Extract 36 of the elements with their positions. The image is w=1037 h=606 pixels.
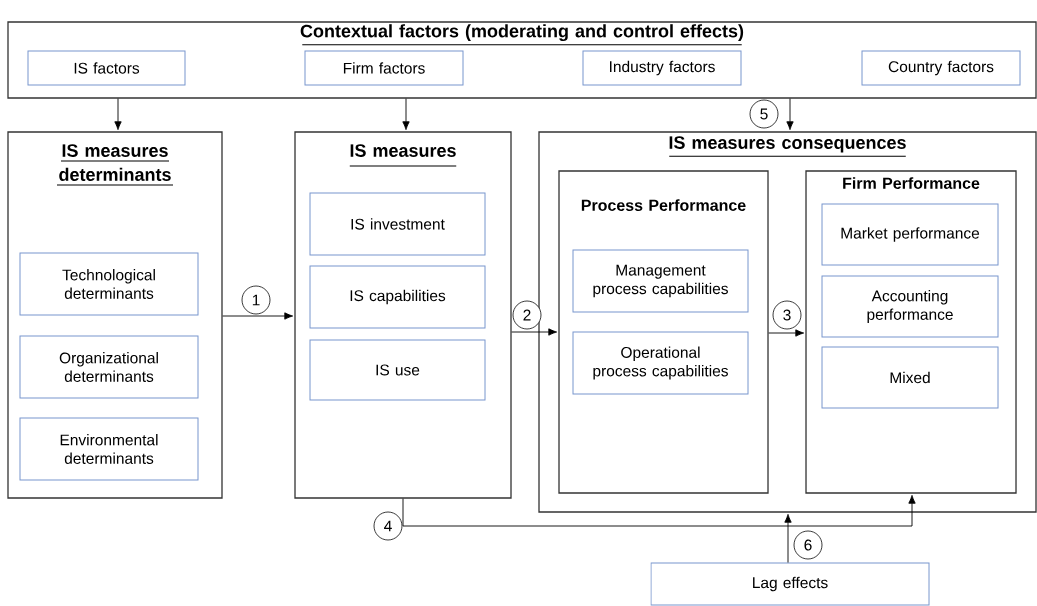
text-box: IS factors	[27, 50, 186, 86]
edge-label: 2	[512, 300, 542, 330]
arrow	[768, 329, 805, 337]
arrow	[511, 328, 558, 336]
box-heading: Firm Performance	[843, 177, 980, 189]
box-heading: Process Performance	[581, 199, 746, 211]
text-box: IS investment	[309, 192, 486, 256]
text-box: Lag effects	[650, 562, 930, 606]
arrow	[784, 513, 792, 563]
arrow	[222, 312, 294, 320]
edge-label: 4	[373, 511, 403, 541]
text-box: Mixed	[821, 346, 999, 409]
edge-label: 6	[793, 530, 823, 560]
text-box: Firm factors	[304, 50, 464, 86]
text-box: Environmental determinants	[19, 417, 199, 481]
edge-label: 3	[772, 300, 802, 330]
text-box: Market performance	[821, 203, 999, 266]
text-box: Industry factors	[582, 50, 742, 86]
box-heading: IS measures consequences	[668, 136, 907, 157]
text-box: Country factors	[861, 50, 1021, 86]
box-heading: Contextual factors (moderating and control effects)	[300, 24, 744, 46]
edge-label: 1	[241, 285, 271, 315]
text-box: Accounting performance	[821, 275, 999, 338]
text-box: Organizational determinants	[19, 335, 199, 399]
box-heading: IS measures	[349, 144, 457, 167]
text-box: IS capabilities	[309, 265, 486, 329]
arrow	[114, 98, 122, 131]
edge-label: 5	[749, 99, 779, 129]
arrow	[786, 98, 794, 131]
text-box: Operational process capabilities	[572, 331, 749, 395]
text-box: Management process capabilities	[572, 249, 749, 313]
text-box: Technological determinants	[19, 252, 199, 316]
arrow	[402, 98, 410, 131]
text-box: IS use	[309, 339, 486, 401]
arrow	[402, 494, 916, 527]
box-heading: IS measures determinants	[56, 144, 174, 186]
